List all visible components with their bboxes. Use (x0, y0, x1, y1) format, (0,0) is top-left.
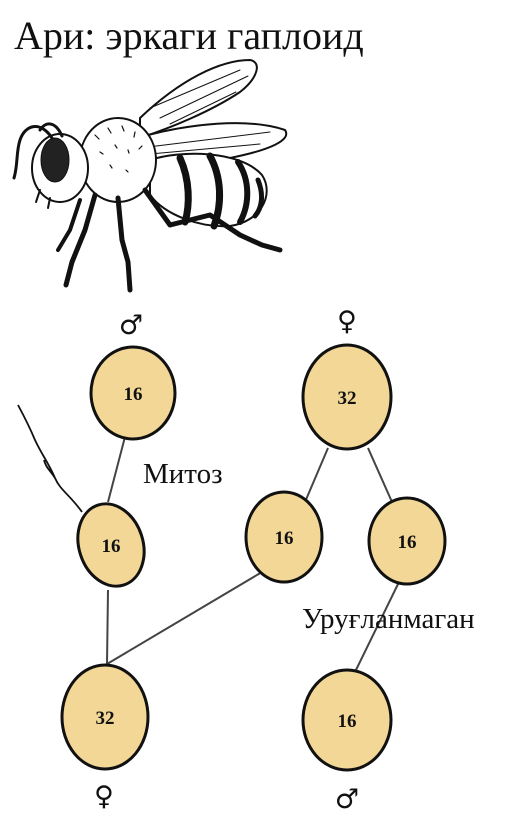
svg-text:16: 16 (102, 536, 121, 557)
cell-male-offspring: 16 (301, 668, 393, 772)
line-egg-to-male-offspring (354, 579, 401, 673)
label-mitosis: Митоз (143, 458, 223, 490)
cell-egg-unfertilized-branch: 16 (367, 496, 447, 586)
svg-text:16: 16 (275, 528, 294, 549)
connector-lines (106, 432, 401, 673)
sperm-tail (17, 404, 83, 513)
male-symbol-offspring: ♂ (335, 784, 359, 815)
label-unfertilized: Уруғланмаган (302, 603, 475, 635)
svg-text:16: 16 (124, 384, 143, 405)
svg-text:32: 32 (96, 708, 115, 729)
bee-illustration (12, 59, 288, 293)
diagram-title: Ари: эркаги гаплоид (14, 13, 364, 58)
line-sperm-to-offspring (106, 589, 109, 665)
line-female-to-egg-right (367, 447, 393, 503)
cell-female-parent: 32 (301, 343, 393, 451)
line-male-to-sperm (107, 432, 127, 503)
cell-sperm: 16 (76, 502, 146, 588)
female-symbol-offspring: ♀ (94, 781, 114, 812)
line-female-to-egg-left (304, 447, 329, 503)
female-symbol-parent: ♀ (337, 306, 357, 337)
male-symbol-parent: ♂ (119, 310, 143, 341)
line-egg-to-offspring (106, 571, 263, 665)
svg-text:16: 16 (398, 532, 417, 553)
cell-female-offspring: 32 (60, 663, 150, 771)
cell-male-parent: 16 (89, 345, 177, 441)
svg-text:16: 16 (338, 711, 357, 732)
svg-text:32: 32 (338, 388, 357, 409)
cell-egg-fertilized-branch: 16 (244, 490, 324, 584)
